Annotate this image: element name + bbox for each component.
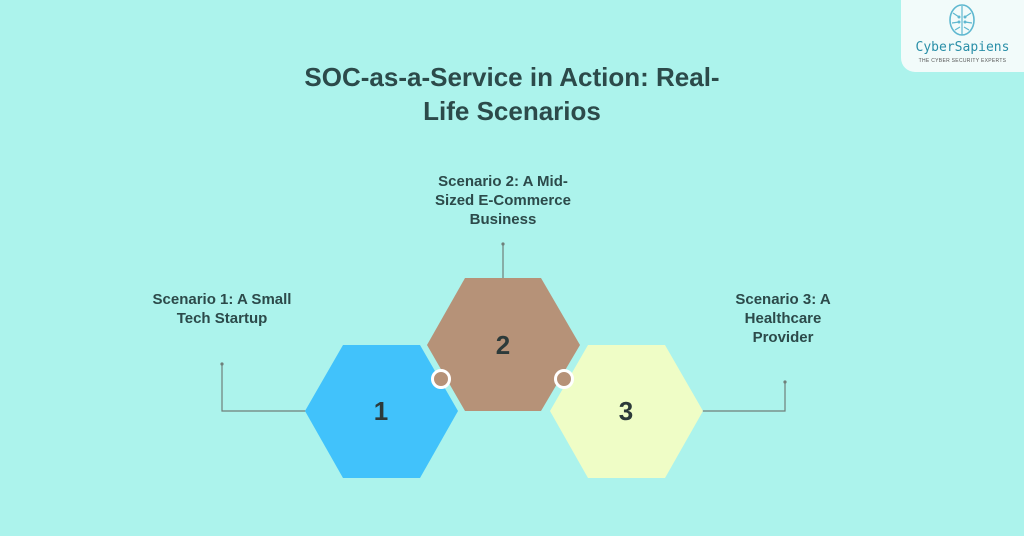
hexagon-3-number: 3 (619, 396, 633, 426)
brain-circuit-icon (949, 4, 975, 36)
link-node-1-2 (431, 369, 451, 389)
scenario-3-label-line: Provider (752, 329, 814, 346)
connector-lines (221, 244, 786, 412)
hexagon-3 (550, 345, 703, 478)
scenario-2-label-line: Scenario 2: A Mid- (438, 173, 568, 190)
hexagon-1 (305, 345, 458, 478)
logo-tagline: THE CYBER SECURITY EXPERTS (918, 58, 1007, 64)
title-line-1: SOC-as-a-Service in Action: Real- (304, 62, 720, 92)
connector-3-endpoint (783, 380, 787, 384)
scenario-1-label-line: Tech Startup (176, 310, 268, 327)
page-title: SOC-as-a-Service in Action: Real- Life S… (212, 60, 812, 128)
scenario-2-label: Scenario 2: A Mid- Sized E-Commerce Busi… (413, 172, 593, 229)
connector-1-endpoint (220, 362, 224, 366)
hexagon-1-number: 1 (374, 396, 388, 426)
scenario-1-label: Scenario 1: A Small Tech Startup (132, 290, 312, 328)
scenario-1-label-line: Scenario 1: A Small (152, 291, 292, 308)
title-line-2: Life Scenarios (423, 96, 601, 126)
hexagon-2 (427, 278, 580, 411)
scenario-2-label-line: Business (469, 211, 537, 228)
scenario-2-label-line: Sized E-Commerce (435, 192, 571, 209)
logo-name: CyberSapiens (915, 40, 1010, 55)
hexagon-2-number: 2 (496, 330, 510, 360)
connector-1 (221, 364, 306, 412)
connector-2-endpoint (501, 242, 505, 246)
link-node-2-3 (554, 369, 574, 389)
connector-3 (702, 382, 786, 412)
scenario-3-label-line: Scenario 3: A (735, 291, 831, 308)
scenario-3-label-line: Healthcare (744, 310, 822, 327)
scenario-3-label: Scenario 3: A Healthcare Provider (703, 290, 863, 347)
cybersapiens-logo: CyberSapiens THE CYBER SECURITY EXPERTS (901, 0, 1024, 72)
